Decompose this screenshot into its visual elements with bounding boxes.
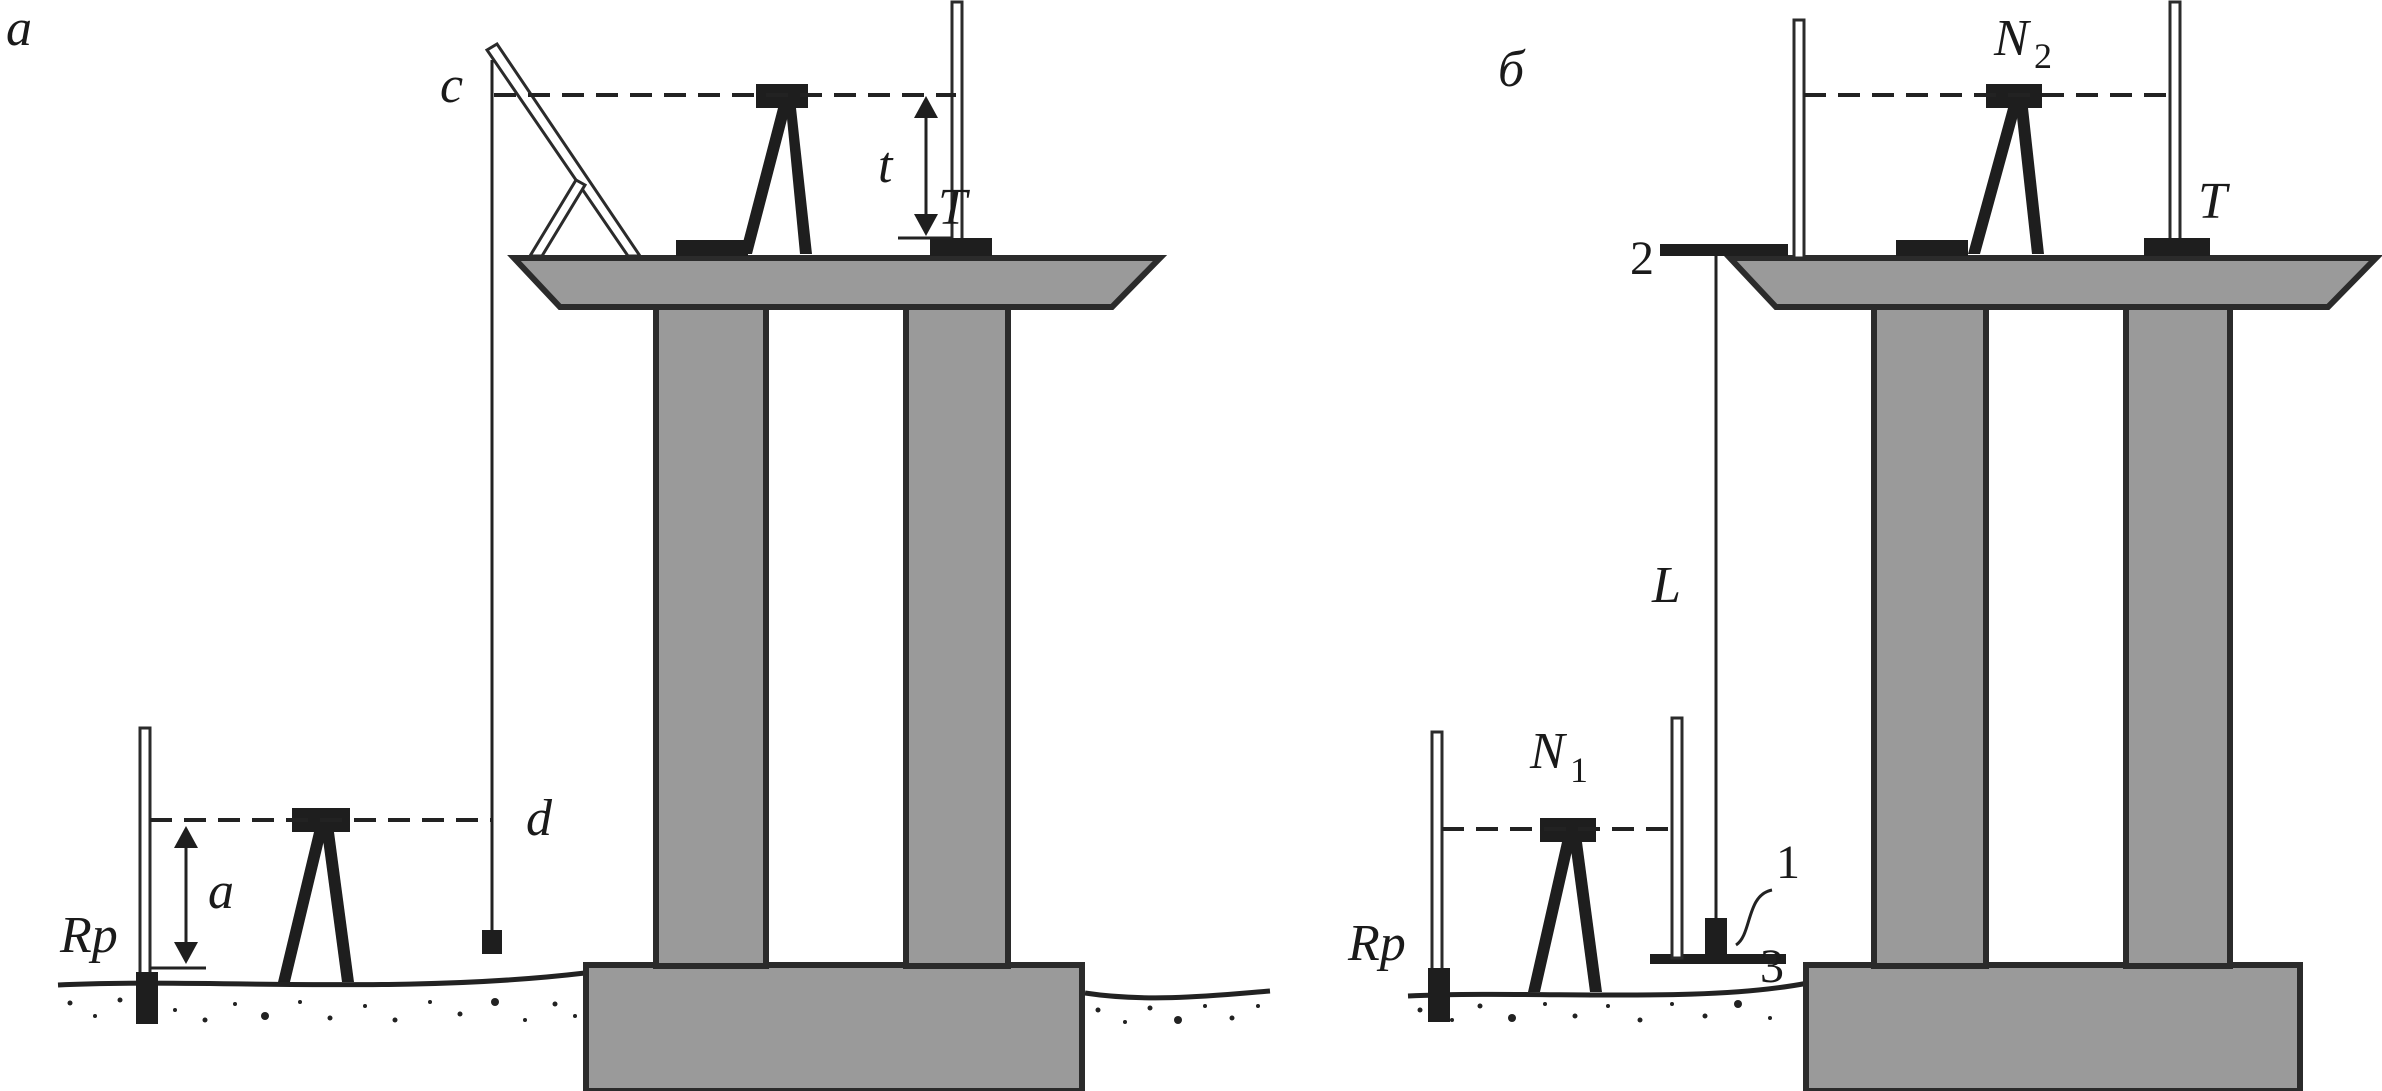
level-instrument-ground-a: [278, 808, 354, 982]
panel-b: б 2 L 1 3 T: [1347, 0, 2382, 1091]
soil-texture-b: [1417, 1000, 1772, 1023]
benchmark-T: [930, 238, 992, 256]
label-3: 3: [1760, 940, 1784, 993]
label-N1: N: [1529, 723, 1568, 780]
panel-a-title: а: [6, 0, 32, 57]
label-a: a: [208, 863, 234, 920]
staff-at-benchmark-b: [1430, 730, 1444, 992]
soil-texture: [67, 997, 1260, 1024]
pier-column-left: [653, 299, 769, 969]
pier-footing: [583, 962, 1085, 1091]
staff-on-pier-left-b: [1792, 18, 1806, 260]
ground-line-right: [1084, 988, 1271, 1001]
staff-at-benchmark-a: [138, 726, 152, 988]
level-instrument-N2: [1968, 84, 2044, 254]
tripod-base-plate: [676, 240, 748, 256]
pier-column-left-b: [1871, 299, 1989, 969]
dimension-t: [914, 96, 938, 236]
label-T-a: T: [938, 179, 970, 236]
label-T-b: T: [2198, 173, 2230, 230]
panel-a: а c d: [6, 0, 1271, 1091]
benchmark-Rp-b: [1428, 968, 1450, 1022]
label-d: d: [526, 790, 553, 847]
label-L: L: [1651, 557, 1681, 614]
platform-3: [1650, 954, 1786, 964]
pier-column-right: [903, 299, 1011, 969]
pier-cap-b: [1723, 255, 2382, 310]
benchmark-T-b: [2144, 238, 2210, 256]
pier-column-right-b: [2123, 299, 2233, 969]
ground-line-b: [1407, 980, 1809, 999]
pier-cap: [507, 255, 1168, 310]
dimension-a: [174, 826, 198, 964]
label-t: t: [878, 137, 894, 194]
staff-on-pier-right-b: [2168, 0, 2182, 244]
label-2: 2: [1630, 232, 1654, 285]
panel-b-title: б: [1498, 41, 1526, 98]
label-1: 1: [1776, 836, 1800, 889]
tripod-base-plate-b: [1896, 240, 1968, 256]
staff-near-tape-b: [1670, 716, 1684, 960]
label-Rp-a: Rp: [59, 907, 118, 964]
crane-arm: [482, 41, 643, 954]
pier-footing-b: [1803, 962, 2303, 1091]
label-Rp-b: Rp: [1347, 915, 1406, 972]
leader-1: [1735, 888, 1773, 947]
level-instrument-N1: [1528, 818, 1602, 992]
label-N2-sub: 2: [2034, 36, 2052, 76]
label-N2: N: [1993, 10, 2032, 67]
level-instrument-top: [740, 84, 812, 254]
weight-1: [1705, 918, 1727, 956]
ground-line-left: [57, 970, 586, 988]
benchmark-Rp-a: [136, 972, 158, 1024]
platform-2: [1660, 244, 1788, 256]
label-c: c: [440, 57, 463, 114]
label-N1-sub: 1: [1570, 750, 1588, 790]
